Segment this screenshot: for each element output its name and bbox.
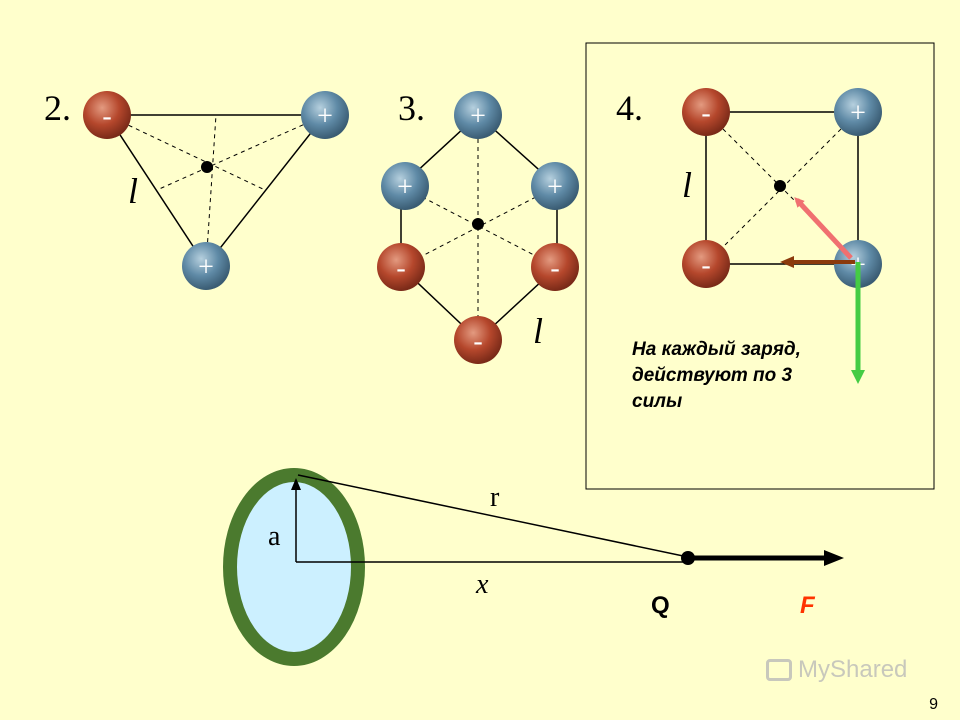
- fig3-charge-sign: -: [396, 253, 405, 284]
- fig4-frame: [585, 42, 935, 490]
- label-Q: Q: [651, 592, 670, 619]
- fig4-number: 4.: [616, 88, 643, 128]
- fig3-length-label: l: [533, 311, 543, 351]
- figure-3-hexagon: 3. l + + + - - -: [377, 88, 579, 364]
- fig2-median: [106, 114, 266, 191]
- label-a: a: [268, 521, 281, 552]
- fig4-note-line: На каждый заряд,: [632, 339, 801, 360]
- fig2-length-label: l: [128, 171, 138, 211]
- fig4-negative-charge: [682, 88, 730, 136]
- label-F: F: [800, 592, 816, 619]
- fig4-length-label: l: [682, 165, 692, 205]
- force-arrow-diagonal: [794, 197, 853, 260]
- charged-ring: [223, 468, 365, 666]
- fig3-negative-charge: [454, 316, 502, 364]
- fig3-center-dot: [472, 218, 484, 230]
- fig4-charge-sign: -: [701, 250, 710, 281]
- fig3-number: 3.: [398, 88, 425, 128]
- fig3-positive-charge: [531, 162, 579, 210]
- fig4-charge-sign: +: [850, 98, 866, 129]
- distance-r-line: [297, 474, 689, 558]
- fig2-positive-charge: [182, 242, 230, 290]
- fig3-charge-sign: +: [547, 172, 563, 203]
- fig2-center-dot: [201, 161, 213, 173]
- fig3-charge-sign: +: [470, 101, 486, 132]
- fig4-note-line: силы: [632, 391, 683, 412]
- fig3-charge-sign: +: [397, 172, 413, 203]
- fig2-positive-charge: [301, 91, 349, 139]
- fig3-diagonal: [400, 185, 558, 268]
- fig3-charge-sign: -: [473, 326, 482, 357]
- fig3-positive-charge: [381, 162, 429, 210]
- ring-figure: a r x Q F: [223, 468, 844, 666]
- page-number: 9: [929, 696, 938, 713]
- label-x: x: [475, 569, 489, 600]
- fig4-note: На каждый заряд, действуют по 3 силы: [632, 337, 872, 415]
- fig3-negative-charge: [531, 243, 579, 291]
- fig2-charge-sign: +: [198, 252, 214, 283]
- fig4-negative-charge: [682, 240, 730, 288]
- fig2-side-left: [106, 114, 207, 267]
- fig4-center-dot: [774, 180, 786, 192]
- fig3-positive-charge: [454, 91, 502, 139]
- fig2-number: 2.: [44, 88, 71, 128]
- figure-4-square: 4. l - + - +: [585, 42, 935, 490]
- fig2-side-right: [205, 114, 326, 267]
- fig4-charge-sign: -: [701, 98, 710, 129]
- watermark-logo-icon: [766, 659, 792, 681]
- fig2-median: [205, 114, 217, 267]
- fig3-negative-charge: [377, 243, 425, 291]
- figure-2-triangle: 2. l - + +: [44, 88, 349, 290]
- watermark-text: MyShared: [798, 656, 908, 683]
- point-charge-Q: [681, 551, 695, 565]
- fig2-median: [156, 114, 326, 191]
- fig4-note-line: действуют по 3: [632, 365, 793, 386]
- fig3-diagonal: [400, 185, 558, 268]
- fig2-charge-sign: -: [102, 101, 111, 132]
- watermark: MyShared: [766, 656, 907, 684]
- fig3-charge-sign: -: [550, 253, 559, 284]
- label-r: r: [490, 482, 500, 513]
- fig2-negative-charge: [83, 91, 131, 139]
- fig2-charge-sign: +: [317, 101, 333, 132]
- fig4-positive-charge: [834, 88, 882, 136]
